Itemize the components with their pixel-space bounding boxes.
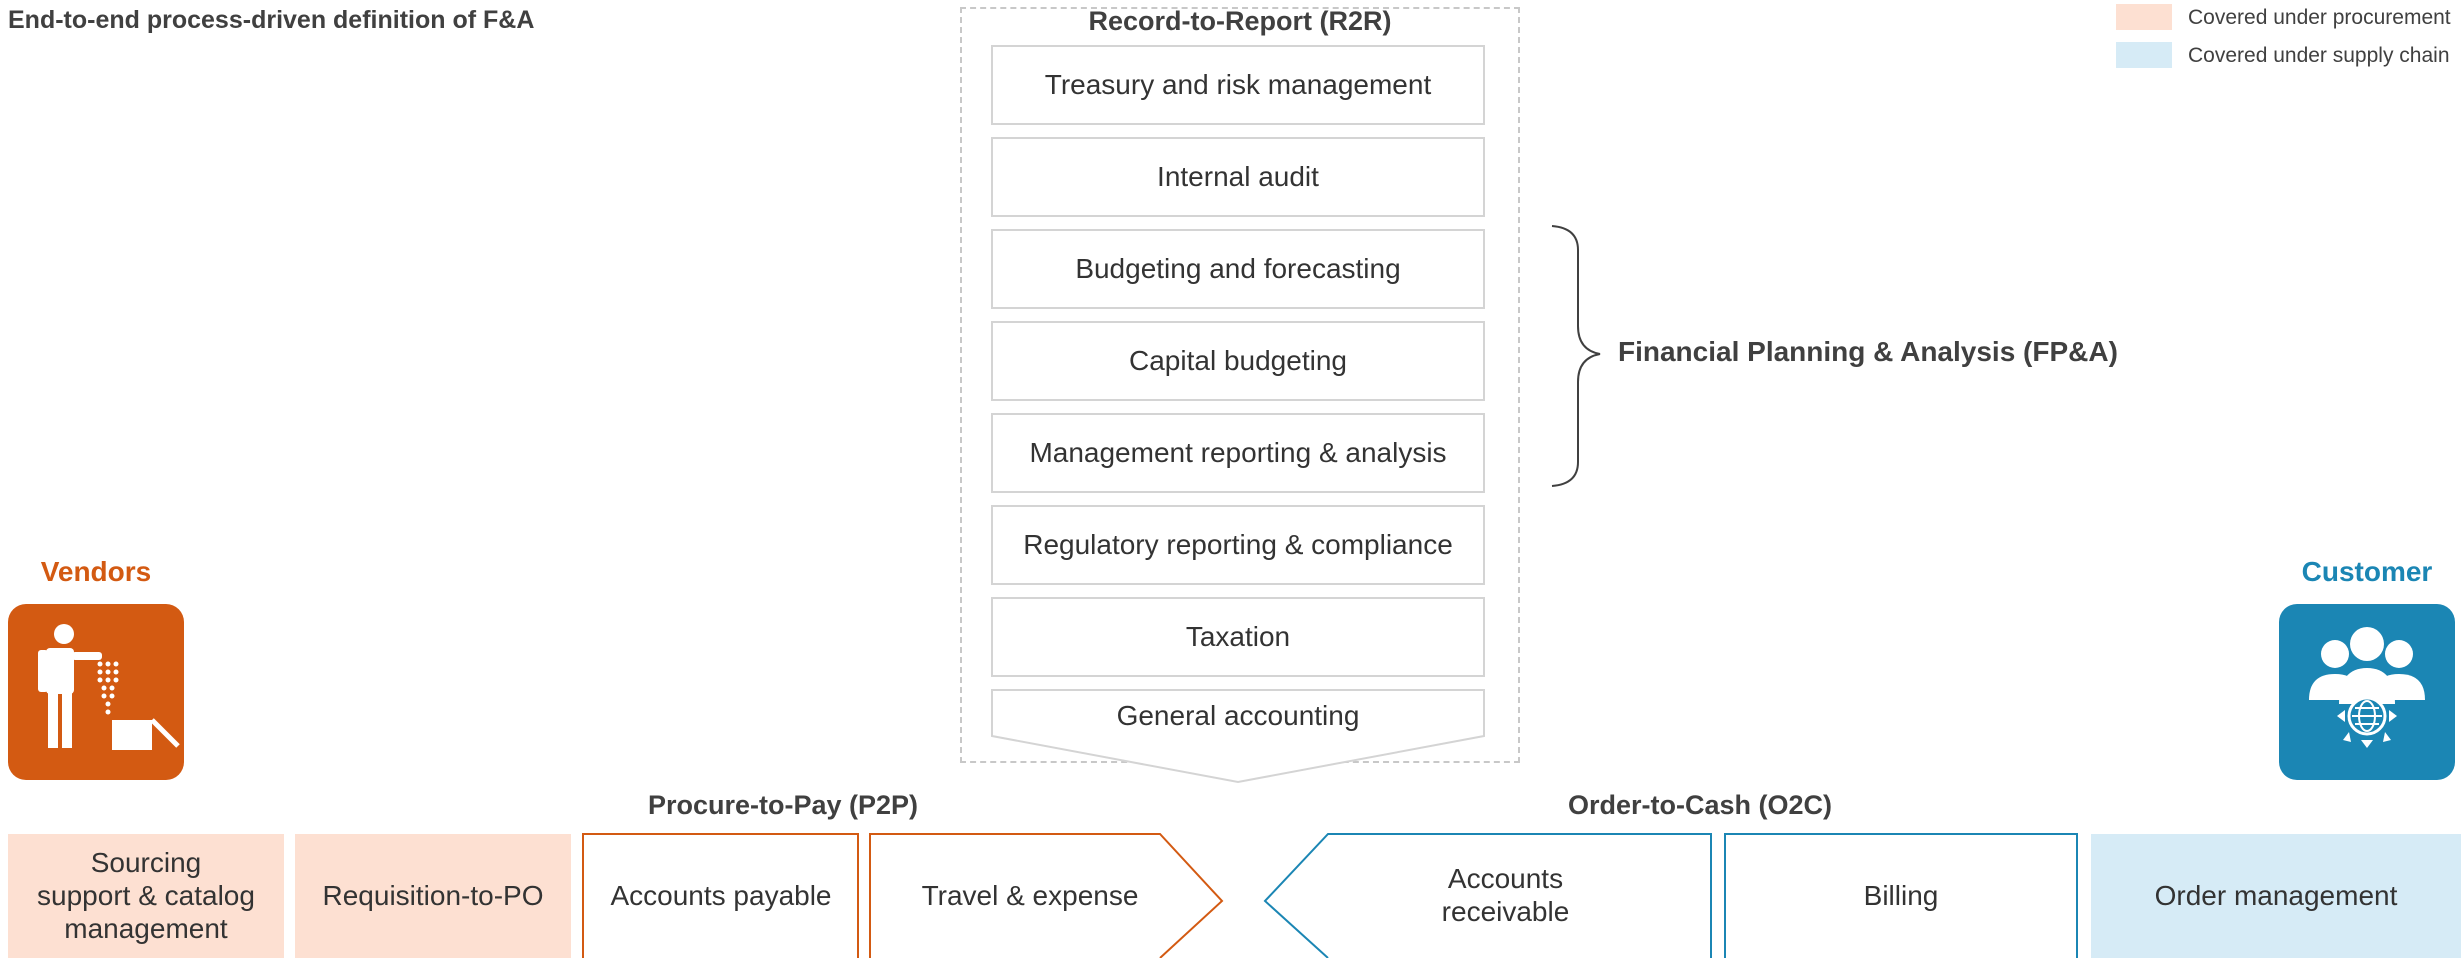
p2p-step-accounts-payable: Accounts payable	[583, 832, 859, 958]
o2c-step-billing-label: Billing	[1863, 879, 1939, 911]
p2p-step-requisition-label: Requisition-to-PO	[322, 879, 544, 911]
r2r-item-capital-budgeting: Capital budgeting	[991, 321, 1485, 401]
p2p-step-sourcing-label: Sourcing support & catalog management	[37, 846, 255, 944]
p2p-step-requisition: Requisition-to-PO	[295, 832, 571, 958]
legend-label-supply-chain: Covered under supply chain	[2188, 44, 2450, 67]
r2r-item-internal-audit: Internal audit	[991, 137, 1485, 217]
p2p-step-accounts-payable-label: Accounts payable	[610, 879, 832, 911]
customer-title: Customer	[2301, 556, 2433, 587]
page-title: End-to-end process-driven definition of …	[8, 6, 535, 34]
r2r-item-management-reporting: Management reporting & analysis	[991, 413, 1485, 493]
o2c-step-accounts-receivable-label: Accounts receivable	[1441, 863, 1570, 927]
r2r-item-regulatory-reporting: Regulatory reporting & compliance	[991, 505, 1485, 585]
o2c-step-order-management: Order management	[2091, 832, 2461, 958]
r2r-item-taxation: Taxation	[991, 597, 1485, 677]
legend-label-procurement: Covered under procurement	[2188, 6, 2451, 29]
p2p-step-travel-expense: Travel & expense	[870, 832, 1190, 958]
o2c-step-accounts-receivable: Accounts receivable	[1300, 832, 1711, 958]
fpa-label: Financial Planning & Analysis (FP&A)	[1618, 336, 2118, 367]
r2r-item-budgeting: Budgeting and forecasting	[991, 229, 1485, 309]
customer-tile	[2279, 604, 2455, 780]
legend-swatch-supply-chain	[2116, 42, 2172, 68]
r2r-item-general-accounting: General accounting	[1116, 700, 1360, 731]
o2c-step-billing: Billing	[1725, 832, 2077, 958]
o2c-title: Order-to-Cash (O2C)	[1567, 790, 1832, 820]
legend-swatch-procurement	[2116, 4, 2172, 30]
r2r-title: Record-to-Report (R2R)	[1088, 6, 1392, 36]
vendors-title: Vendors	[40, 556, 152, 587]
o2c-step-order-management-label: Order management	[2154, 879, 2398, 911]
customer-group-icon	[2309, 627, 2425, 748]
vendor-icon	[38, 624, 180, 750]
p2p-step-travel-expense-label: Travel & expense	[921, 879, 1139, 911]
p2p-title: Procure-to-Pay (P2P)	[647, 790, 919, 820]
r2r-item-treasury: Treasury and risk management	[991, 45, 1485, 125]
vendor-tile	[8, 604, 184, 780]
p2p-step-sourcing: Sourcing support & catalog management	[8, 832, 284, 958]
